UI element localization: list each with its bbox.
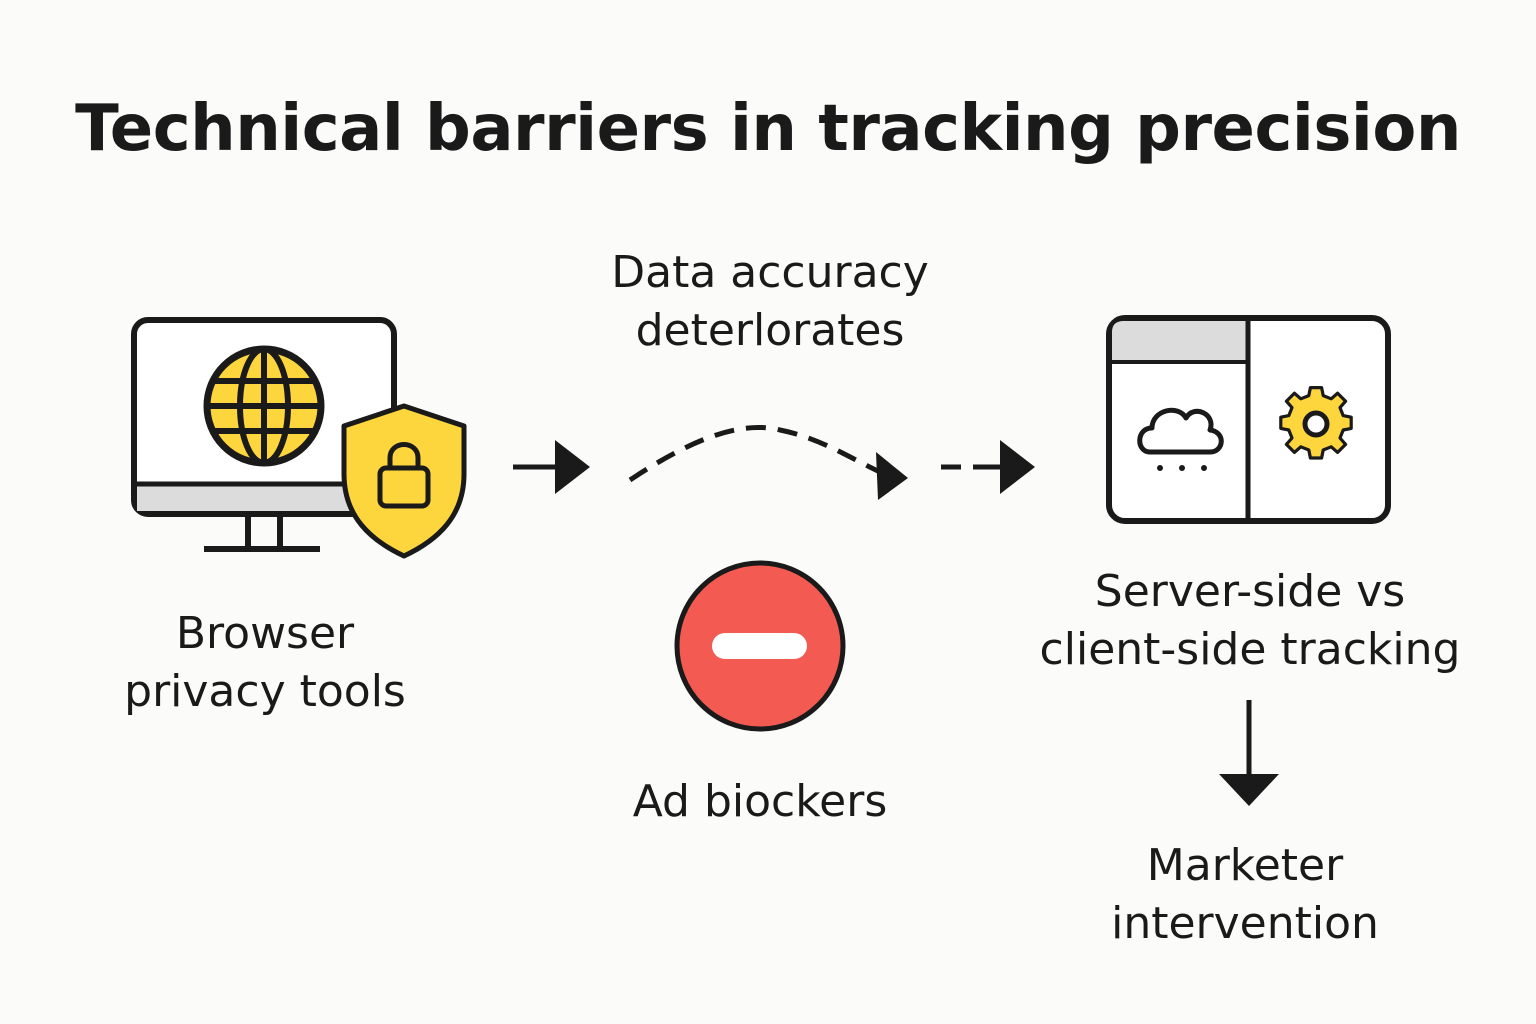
label-browser-privacy-tools: Browser privacy tools <box>124 608 406 717</box>
arrow-down-to-marketer <box>1219 700 1279 806</box>
shield-lock-icon <box>341 403 467 559</box>
label-server-client-tracking: Server-side vs client-side tracking <box>1039 566 1461 675</box>
dashed-curve-arrow <box>628 424 908 500</box>
globe-icon <box>203 345 325 467</box>
cloud-icon <box>1137 407 1224 471</box>
dashed-arrow-to-panel <box>941 440 1035 494</box>
diagram-title: Technical barriers in tracking precision <box>75 92 1461 166</box>
gear-icon <box>1279 385 1353 460</box>
arrow-browser-to-curve <box>513 440 590 494</box>
label-marketer-intervention: Marketer intervention <box>1111 840 1379 949</box>
server-client-window-icon <box>1106 315 1391 524</box>
no-entry-icon <box>674 560 846 732</box>
label-ad-blockers: Ad biockers <box>632 776 888 827</box>
label-data-accuracy: Data accuracy deterlorates <box>611 247 929 356</box>
